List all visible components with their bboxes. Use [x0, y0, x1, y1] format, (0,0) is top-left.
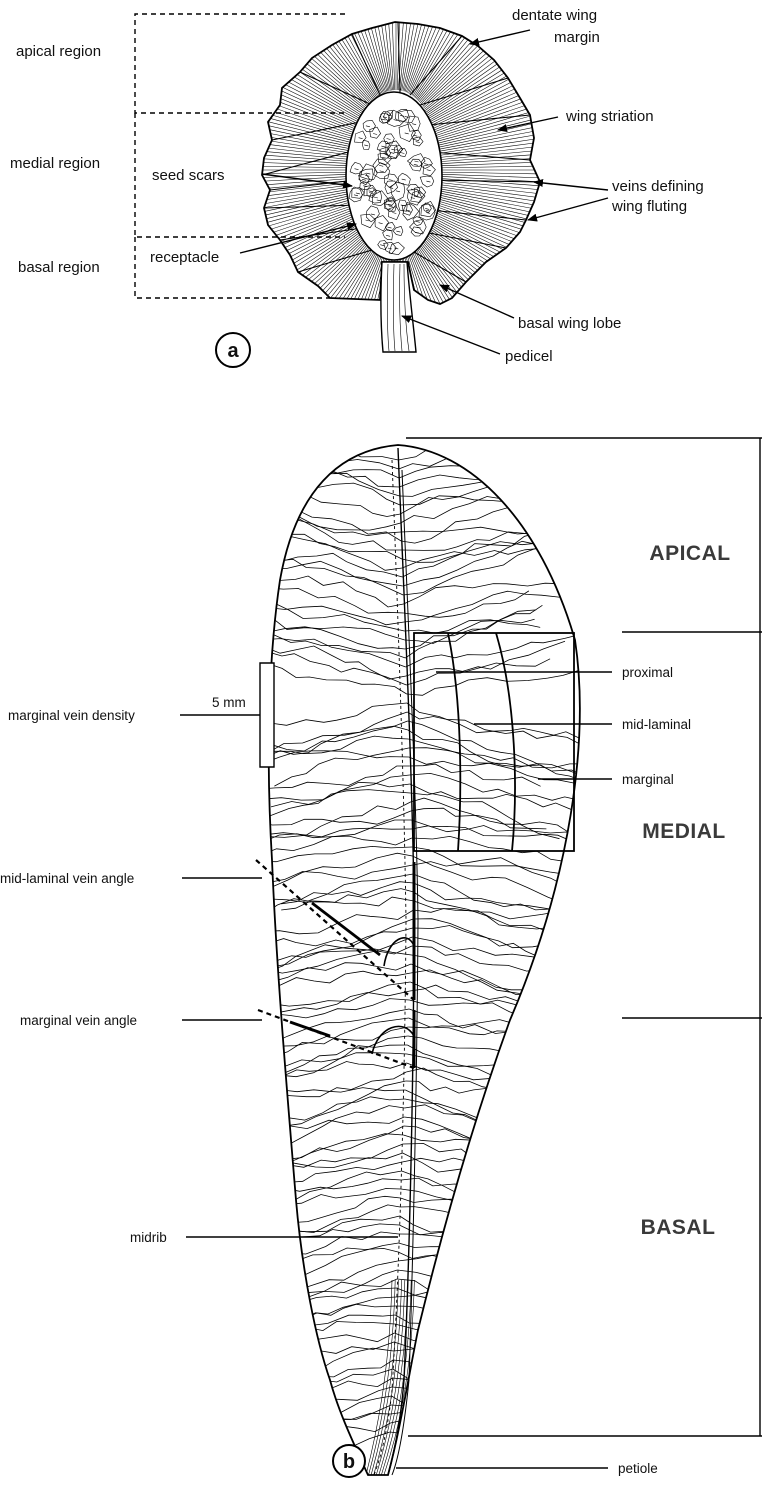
proximal-label: proximal [622, 665, 673, 680]
vein-density-scale [260, 663, 274, 767]
medial-zone-label: MEDIAL [642, 820, 726, 843]
dentate-arrow [470, 30, 530, 44]
basal-wing-lobe-label: basal wing lobe [518, 315, 621, 332]
pedicel-label: pedicel [505, 348, 553, 365]
apical-region-bracket [135, 14, 345, 113]
pedicel-arrow [402, 316, 500, 354]
panel-b: APICAL MEDIAL BASAL proximal mid-laminal… [0, 408, 762, 1482]
leaf-venation [167, 408, 641, 1482]
veins-label-1: veins defining [612, 178, 704, 195]
receptacle-arrow [240, 224, 356, 253]
seed-scars-label: seed scars [152, 167, 225, 184]
marginal-vein-density-label: marginal vein density [8, 708, 135, 723]
midrib-vein [374, 448, 418, 1475]
leaf-outline [269, 445, 580, 1475]
marginal-vein-angle-label: marginal vein angle [20, 1013, 137, 1028]
marginal-label: marginal [622, 772, 674, 787]
dentate-wing-margin-label-1: dentate wing [512, 7, 597, 24]
apical-zone-label: APICAL [649, 542, 730, 565]
dentate-wing-margin-label-2: margin [554, 29, 600, 46]
basal-wing-lobe-arrow [440, 285, 514, 318]
medial-region-label: medial region [10, 155, 100, 172]
panel-a-letter: a [227, 340, 239, 362]
panel-a: apical region medial region basal region… [10, 0, 704, 367]
lamina-subregion-box [414, 633, 574, 851]
panel-b-letter: b [343, 1451, 355, 1473]
mid-laminal-vein-angle-label: mid-laminal vein angle [0, 871, 134, 886]
midrib-label: midrib [130, 1230, 167, 1245]
basal-region-label: basal region [18, 259, 100, 276]
veins-arrow-1 [534, 182, 608, 190]
wing-striation-label: wing striation [565, 108, 654, 125]
scale-label: 5 mm [212, 695, 246, 710]
veins-arrow-2 [528, 198, 608, 220]
mid-laminal-label: mid-laminal [622, 717, 691, 732]
veins-label-2: wing fluting [611, 198, 687, 215]
mid-laminal-angle-marker [256, 860, 414, 1000]
apical-region-label: apical region [16, 43, 101, 60]
basal-zone-label: BASAL [641, 1216, 716, 1239]
receptacle-label: receptacle [150, 249, 219, 266]
petiole-label: petiole [618, 1461, 658, 1476]
